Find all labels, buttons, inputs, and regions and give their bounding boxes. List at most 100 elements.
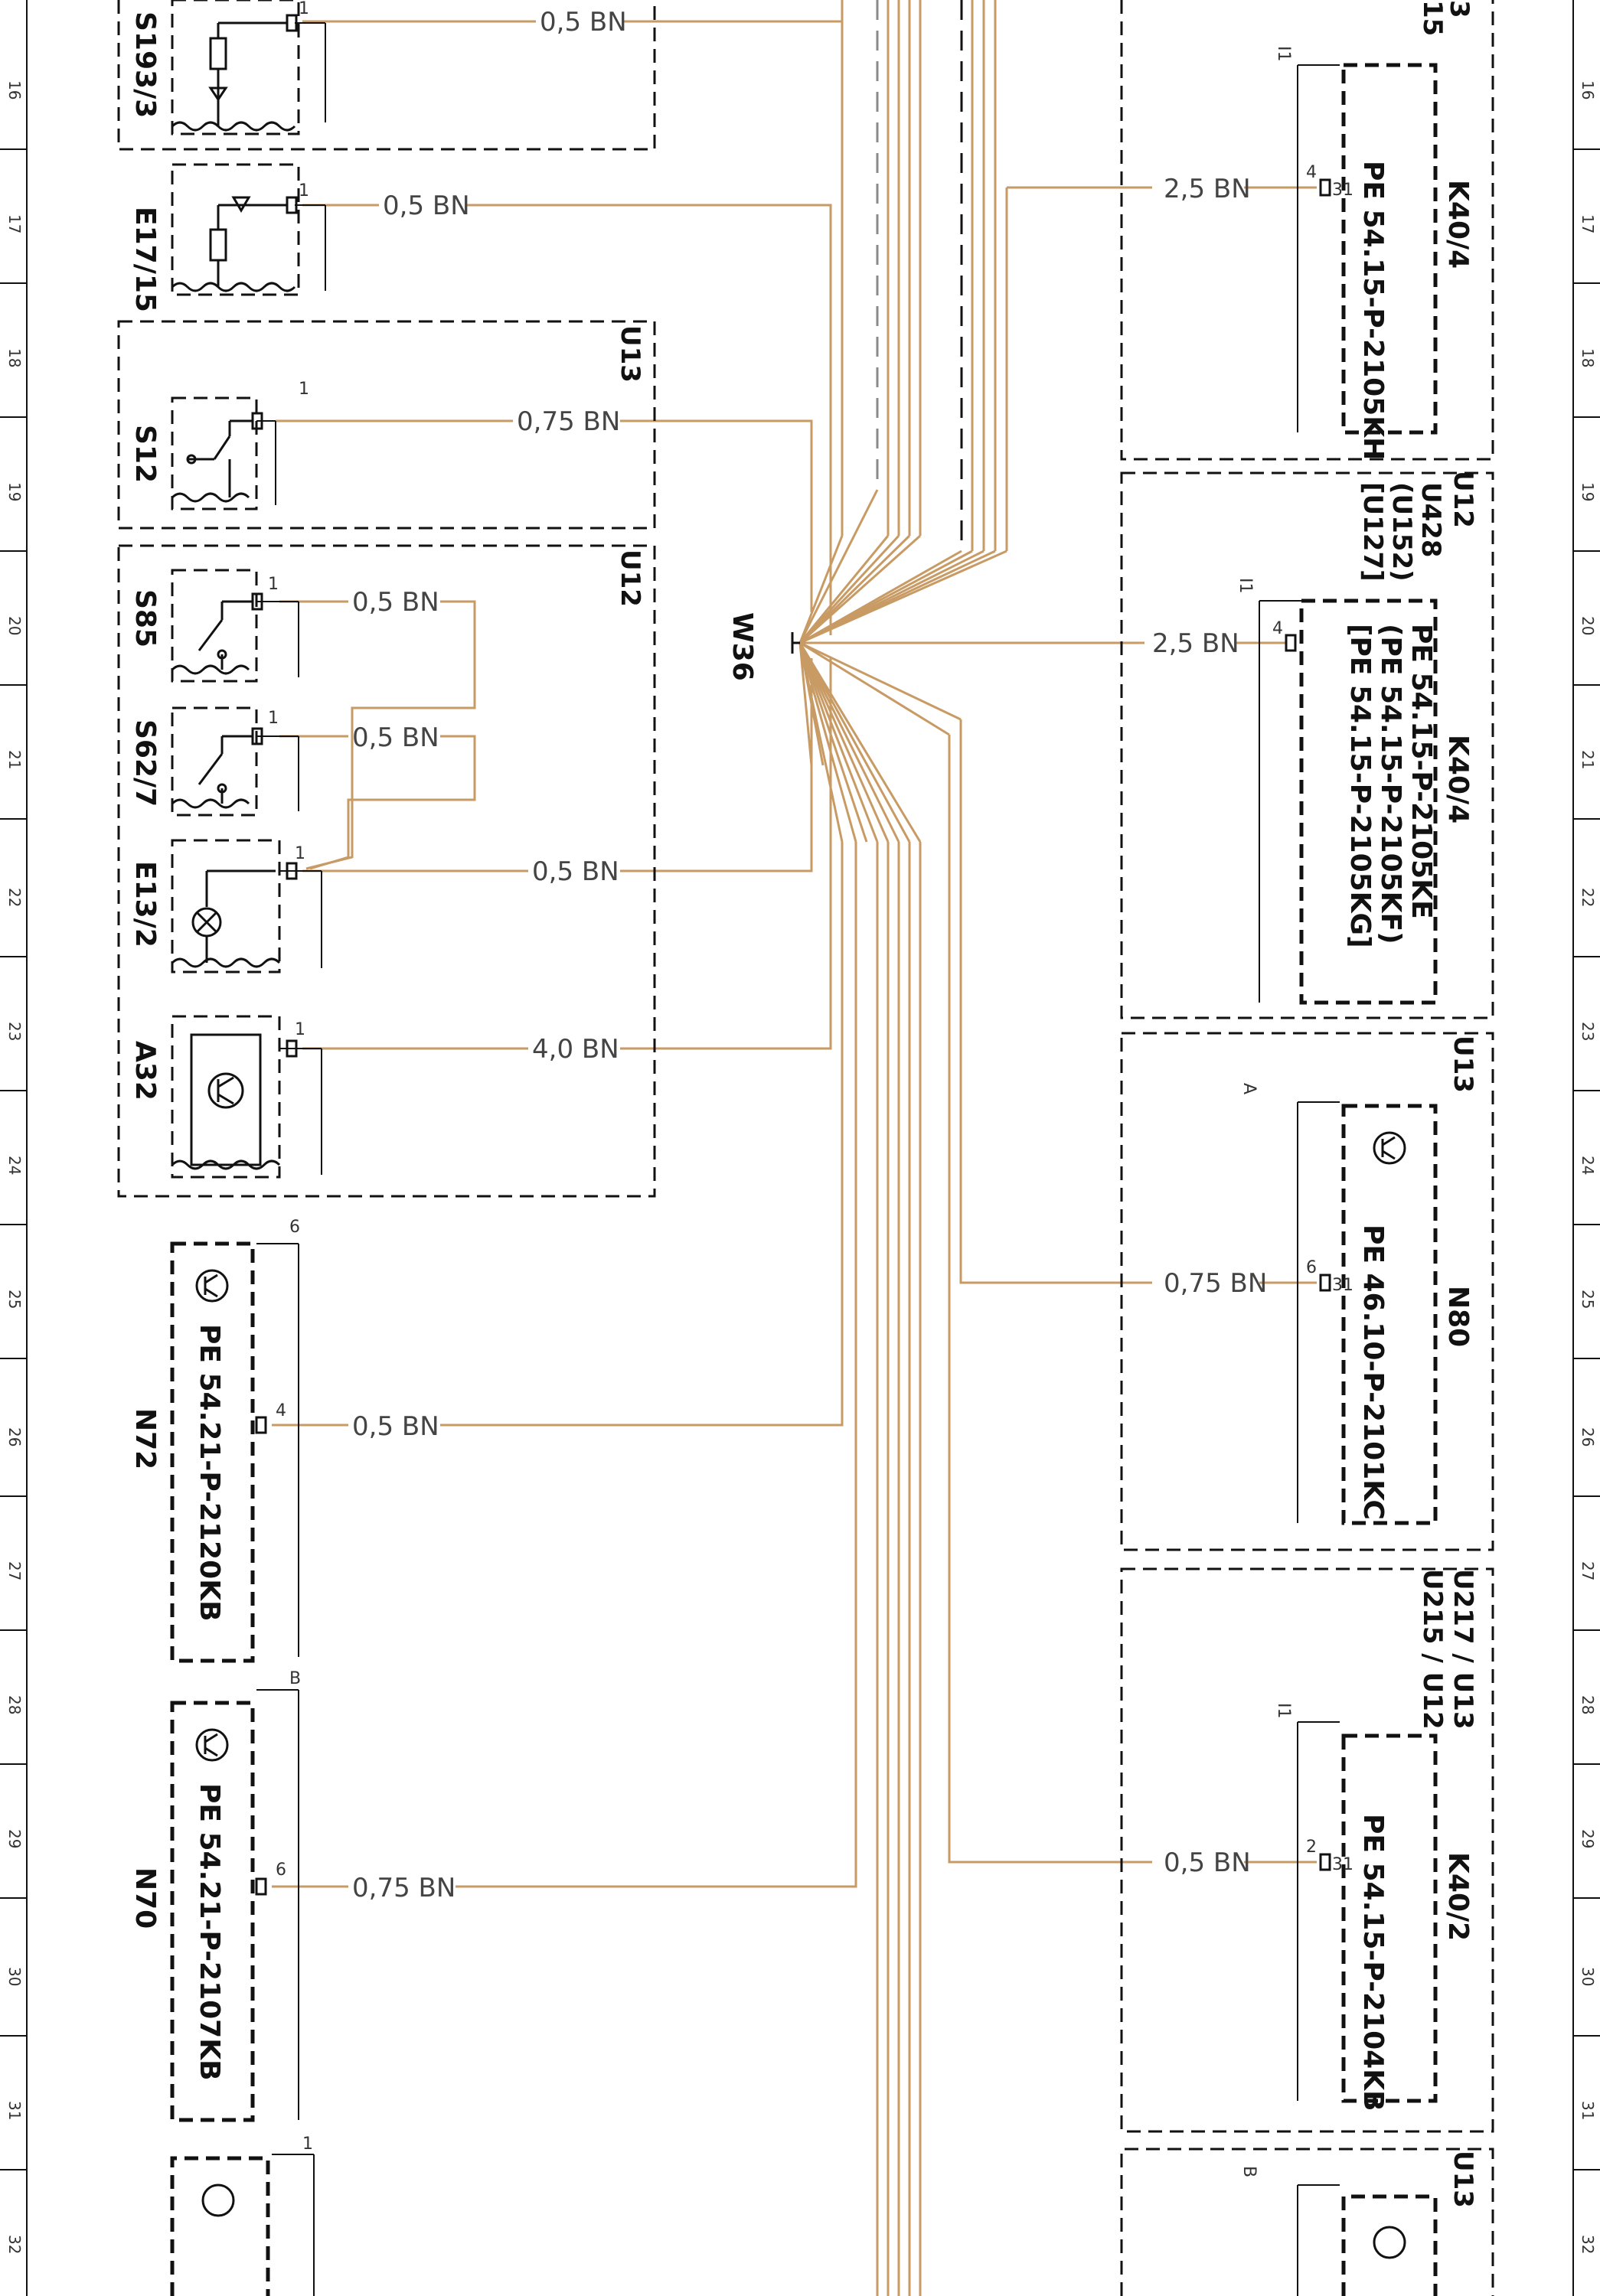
wire-label: 0,75 BN xyxy=(1164,1268,1267,1299)
connector-number: 1 xyxy=(302,2135,313,2154)
wire-label: 2,5 BN xyxy=(1152,628,1239,659)
grid-number: 29 xyxy=(5,1829,24,1848)
component-k40-2[interactable]: I1 2 31 PE 54.15-P-2104KB K40/2 0,5 BN xyxy=(1164,1703,1474,2112)
connector-number: I1 xyxy=(1274,46,1293,62)
grid-number: 16 xyxy=(5,80,24,99)
location-box-right-2: U12 U428 (U152) [U127] xyxy=(1120,471,1494,1019)
grid-number: 26 xyxy=(5,1427,24,1446)
component-n72[interactable]: 6 4 PE 54.21-P-2120KB N72 0,5 BN xyxy=(129,1218,439,1663)
grid-number: 29 xyxy=(1579,1829,1597,1848)
pin-number: 1 xyxy=(295,1020,305,1039)
pin-inner-number: 31 xyxy=(1332,181,1353,200)
component-partial-bottom-right: B xyxy=(1239,2166,1438,2296)
grid-number: 24 xyxy=(1579,1156,1597,1175)
location-label: U13 xyxy=(1448,1035,1478,1093)
grid-number: 30 xyxy=(1579,1967,1597,1986)
component-label: N70 xyxy=(129,1867,161,1929)
pe-reference: (PE 54.15-P-2105KF) xyxy=(1375,624,1406,944)
component-a32[interactable]: 1 A32 4,0 BN xyxy=(129,1015,619,1179)
grid-number: 20 xyxy=(5,616,24,635)
grid-number: 31 xyxy=(5,2101,24,2120)
component-s85[interactable]: 1 S85 0,5 BN xyxy=(129,569,439,683)
harness-bundle xyxy=(841,0,1008,2296)
grid-number: 32 xyxy=(1579,2235,1597,2254)
splice-w36: W36 xyxy=(727,612,802,681)
location-label: U428 xyxy=(1416,482,1446,558)
grid-number: 28 xyxy=(1579,1695,1597,1714)
component-label: S12 xyxy=(129,425,161,483)
splice-label: W36 xyxy=(727,612,758,681)
location-box-u13: U13 xyxy=(117,320,656,530)
left-grid-rail xyxy=(0,0,28,2296)
grid-number: 26 xyxy=(1579,1427,1597,1446)
grid-number: 18 xyxy=(1579,348,1597,367)
pe-reference: PE 46.10-P-2101KC xyxy=(1357,1225,1389,1520)
component-k40-4-top[interactable]: I1 4 31 PE 54.15-P-2105KH K40/4 2,5 BN xyxy=(1164,46,1474,460)
wire-label: 0,75 BN xyxy=(517,406,620,437)
wire-label: 0,5 BN xyxy=(352,722,439,753)
connector-number: B xyxy=(1239,2166,1259,2177)
grid-number: 23 xyxy=(5,1022,24,1041)
grid-number: 31 xyxy=(1579,2101,1597,2120)
location-label: U13 xyxy=(1448,2151,1478,2208)
location-label: [U127] xyxy=(1357,482,1388,582)
pin-number: 6 xyxy=(1306,1258,1317,1277)
grid-number: 20 xyxy=(1579,616,1597,635)
location-box-right-3: U13 xyxy=(1120,1032,1494,1551)
component-e13-2[interactable]: 1 E13/2 0,5 BN xyxy=(129,839,619,974)
pin-inner-number: 31 xyxy=(1332,1276,1353,1295)
grid-number: 22 xyxy=(1579,888,1597,907)
grid-number: 30 xyxy=(5,1967,24,1986)
wire-label: 0,5 BN xyxy=(352,587,439,618)
grid-number: 21 xyxy=(1579,750,1597,769)
location-label: U13 xyxy=(615,325,645,383)
pe-reference: PE 54.15-P-2105KH xyxy=(1357,161,1389,460)
wire-label: 0,5 BN xyxy=(383,191,470,221)
wire-label: 0,5 BN xyxy=(1164,1848,1251,1878)
grid-number: 27 xyxy=(5,1561,24,1580)
component-label: S193/3 xyxy=(129,11,161,118)
pin-number: 4 xyxy=(1306,163,1317,182)
location-label: U12 xyxy=(615,550,645,607)
pe-reference: PE 54.15-P-2105KE xyxy=(1406,624,1437,919)
component-s193-3[interactable]: 1 S193/3 0,5 BN xyxy=(129,0,627,135)
pe-reference: PE 54.15-P-2104KB xyxy=(1357,1814,1389,2112)
wire-label: 4,0 BN xyxy=(532,1034,619,1065)
grid-numbers-right: 16 17 18 19 20 21 22 23 24 25 26 27 28 2… xyxy=(1579,80,1597,2254)
component-e17-15[interactable]: 1 E17/15 0,5 BN xyxy=(129,163,470,312)
grid-number: 23 xyxy=(1579,1022,1597,1041)
splice-fan xyxy=(798,489,1007,843)
grid-number: 28 xyxy=(5,1695,24,1714)
grid-number: 19 xyxy=(5,482,24,501)
location-box-right-5: U13 xyxy=(1120,2148,1494,2296)
location-label: (U152) xyxy=(1386,482,1417,582)
component-s12[interactable]: 1 S12 0,75 BN xyxy=(129,380,620,510)
connector-number: I1 xyxy=(1236,578,1255,594)
pin-number: 4 xyxy=(276,1401,286,1420)
top-left-box xyxy=(117,0,656,151)
component-label: N80 xyxy=(1442,1286,1474,1347)
right-grid-rail xyxy=(1572,0,1600,2296)
pin-number: 6 xyxy=(276,1861,286,1880)
pin-number: 1 xyxy=(268,575,279,594)
wire-label: 0,75 BN xyxy=(352,1873,456,1903)
component-label: K40/4 xyxy=(1442,735,1474,823)
grid-number: 25 xyxy=(1579,1290,1597,1309)
component-partial-bottom-left: 1 xyxy=(170,2135,315,2296)
component-n70[interactable]: B 6 PE 54.21-P-2107KB N70 0,75 BN xyxy=(129,1669,456,2122)
component-label: K40/4 xyxy=(1442,180,1474,269)
location-box-right-1 xyxy=(1120,0,1494,461)
component-label: N72 xyxy=(129,1408,161,1469)
pin-number: 1 xyxy=(299,380,309,399)
connector-number: A xyxy=(1239,1083,1259,1094)
component-k40-4-mid[interactable]: I1 4 PE 54.15-P-2105KE (PE 54.15-P-2105K… xyxy=(1152,578,1474,1005)
grid-number: 22 xyxy=(5,888,24,907)
component-s62-7[interactable]: 1 S62/7 0,5 BN xyxy=(129,706,439,817)
svg-text:15: 15 xyxy=(1417,0,1448,36)
grid-number: 32 xyxy=(5,2235,24,2254)
pin-number: 4 xyxy=(1272,619,1283,638)
location-box-right-4: U217 / U13 U215 / U12 xyxy=(1120,1567,1494,2133)
grid-number: 17 xyxy=(5,214,24,233)
component-n80[interactable]: A 6 31 PE 46.10-P-2101KC N80 0,75 BN xyxy=(1164,1083,1474,1525)
